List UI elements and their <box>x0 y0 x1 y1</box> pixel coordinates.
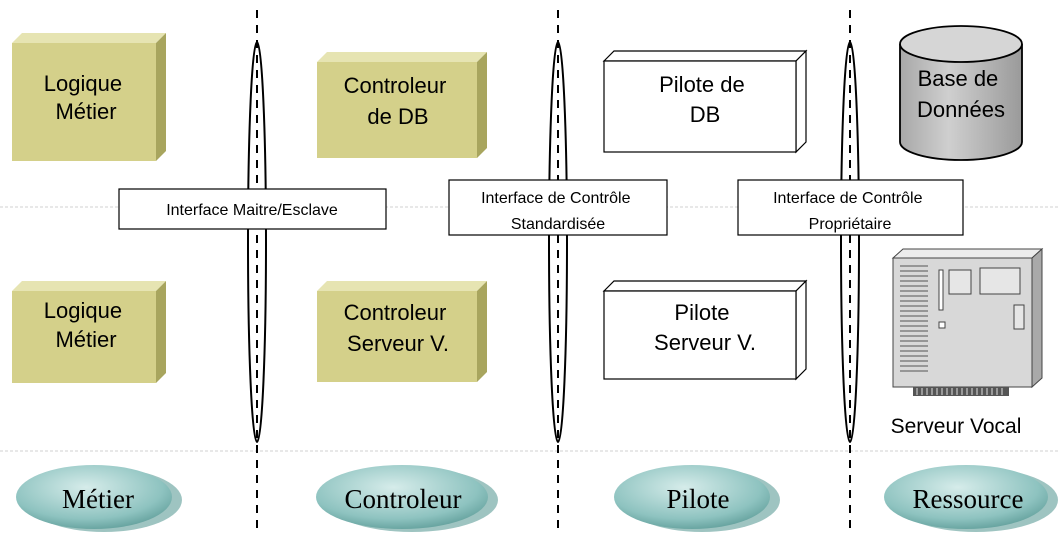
server-caption: Serveur Vocal <box>891 415 1022 438</box>
svg-text:Pilote Serveur V.: Pilote Serveur V. <box>654 300 756 355</box>
pilote-top-line2: DB <box>690 102 721 127</box>
svg-text:Pilote de DB: Pilote de DB <box>659 72 751 127</box>
interface-standardisee: Interface de Contrôle Standardisée <box>448 179 668 236</box>
layer-metier-label: Métier <box>62 484 134 514</box>
layer-ressource-label: Ressource <box>913 484 1024 514</box>
metier-box-top: Logique Métier <box>12 33 166 161</box>
controleur-top-line1: Controleur <box>344 73 447 98</box>
database-cylinder: Base de Données <box>899 25 1023 161</box>
database-line1: Base de <box>918 66 999 91</box>
interface-proprietaire-line1: Interface de Contrôle <box>773 190 923 207</box>
metier-bottom-line1: Logique <box>44 298 122 323</box>
pilote-box-top: Pilote de DB <box>602 49 808 154</box>
pilote-top-line1: Pilote de <box>659 72 745 97</box>
interface-proprietaire: Interface de Contrôle Propriétaire <box>737 179 964 236</box>
controleur-bottom-line2: Serveur V. <box>347 331 449 356</box>
layer-controleur: Controleur <box>316 465 498 532</box>
interface-standardisee-line2: Standardisée <box>511 216 605 233</box>
pilote-box-bottom: Pilote Serveur V. <box>602 279 808 381</box>
pilote-bottom-line2: Serveur V. <box>654 330 756 355</box>
layer-metier: Métier <box>16 465 182 532</box>
interface-proprietaire-line2: Propriétaire <box>809 216 892 233</box>
metier-box-bottom: Logique Métier <box>12 281 166 383</box>
interface-lens-2 <box>548 41 568 443</box>
metier-top-line2: Métier <box>55 99 116 124</box>
interface-lens-3 <box>840 41 860 443</box>
svg-text:Controleur de DB: Controleur de DB <box>344 73 453 129</box>
interface-maitre-esclave-label: Interface Maitre/Esclave <box>166 202 338 219</box>
controleur-box-top: Controleur de DB <box>317 52 487 158</box>
svg-text:Logique Métier: Logique Métier <box>44 71 128 124</box>
metier-bottom-line2: Métier <box>55 327 116 352</box>
interface-maitre-esclave: Interface Maitre/Esclave <box>118 188 387 230</box>
controleur-bottom-line1: Controleur <box>344 300 447 325</box>
pilote-bottom-line1: Pilote <box>674 300 729 325</box>
svg-text:Logique Métier: Logique Métier <box>44 298 128 352</box>
controleur-box-bottom: Controleur Serveur V. <box>317 281 487 382</box>
svg-text:Base de Données: Base de Données <box>917 66 1005 122</box>
svg-text:Interface de Contrôle Pr: Interface de Contrôle Propriétaire <box>773 190 927 233</box>
database-line2: Données <box>917 97 1005 122</box>
layer-ressource: Ressource <box>884 465 1058 532</box>
interface-lens-1 <box>247 41 267 443</box>
controleur-top-line2: de DB <box>367 104 428 129</box>
svg-text:Controleur Serveur V.: Controleur Serveur V. <box>344 300 453 356</box>
svg-text:Interface de Contrôle St: Interface de Contrôle Standardisée <box>481 190 635 233</box>
layer-pilote-label: Pilote <box>666 484 729 514</box>
layer-pilote: Pilote <box>614 465 780 532</box>
layer-controleur-label: Controleur <box>345 484 462 514</box>
interface-standardisee-line1: Interface de Contrôle <box>481 190 631 207</box>
metier-top-line1: Logique <box>44 71 122 96</box>
server-icon <box>891 247 1044 396</box>
